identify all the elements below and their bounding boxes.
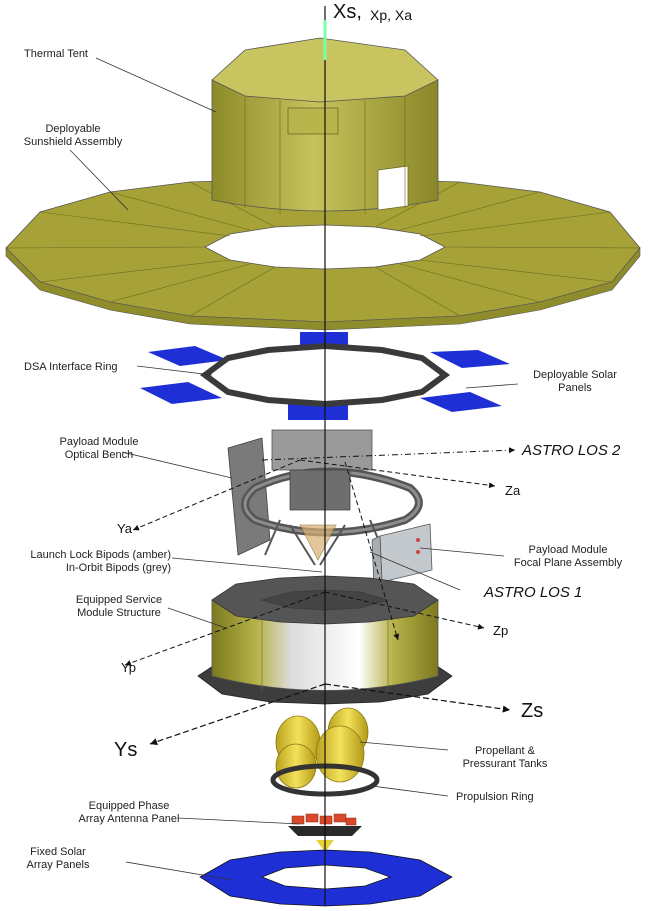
astro-los-2-label: ASTRO LOS 2	[522, 442, 621, 459]
focal-plane-assembly	[371, 523, 433, 587]
label-optical-bench-line1: Payload Module	[59, 436, 139, 448]
label-antenna-panel-line2: Array Antenna Panel	[78, 813, 180, 825]
label-thermal-tent: Thermal Tent	[24, 48, 88, 60]
label-focal-plane-line1: Payload Module	[528, 544, 608, 556]
axis-label-ys: Ys	[114, 739, 138, 761]
label-service-module: Equipped Service Module Structure	[64, 594, 174, 620]
dsa-interface-ring	[199, 342, 451, 408]
axis-label-xp-xa: Xp, Xa	[370, 7, 413, 23]
axis-label-zs: Zs	[521, 700, 544, 722]
fixed-solar-array-panels	[199, 849, 453, 907]
label-solar-panels-line1: Deployable Solar	[533, 369, 617, 381]
axis-label-ya: Ya	[117, 521, 132, 536]
leader-lines	[69, 57, 519, 881]
label-bipods-line2: In-Orbit Bipods (grey)	[65, 562, 171, 574]
label-antenna-panel-line1: Equipped Phase	[88, 800, 170, 812]
label-optical-bench: Payload Module Optical Bench	[44, 436, 154, 462]
label-bipods-line1: Launch Lock Bipods (amber)	[30, 549, 171, 561]
axis-label-za: Za	[505, 483, 521, 498]
label-dsa-ring: DSA Interface Ring	[24, 361, 118, 373]
label-tanks: Propellant & Pressurant Tanks	[450, 745, 560, 771]
axis-label-yp: Yp	[121, 660, 136, 675]
label-bipods: Launch Lock Bipods (amber) In-Orbit Bipo…	[14, 549, 171, 575]
axis-label-xs: Xs,	[333, 1, 362, 23]
label-sunshield-line2: Sunshield Assembly	[23, 136, 123, 148]
label-solar-panels: Deployable Solar Panels	[520, 369, 630, 395]
label-sunshield: Deployable Sunshield Assembly	[18, 123, 128, 149]
axis-label-zp: Zp	[493, 623, 509, 638]
label-optical-bench-line2: Optical Bench	[64, 449, 134, 461]
label-fixed-solar-line1: Fixed Solar	[30, 846, 86, 858]
label-antenna-panel: Equipped Phase Array Antenna Panel	[74, 800, 184, 826]
axis-lines	[124, 6, 516, 905]
label-fixed-solar: Fixed Solar Array Panels	[8, 846, 108, 872]
label-sunshield-line1: Deployable	[45, 123, 101, 135]
label-fixed-solar-line2: Array Panels	[26, 859, 90, 871]
label-service-module-line2: Module Structure	[77, 607, 161, 619]
astro-los-1-label: ASTRO LOS 1	[484, 584, 583, 601]
propellant-pressurant-tanks	[275, 707, 369, 789]
label-focal-plane: Payload Module Focal Plane Assembly	[506, 544, 630, 570]
deployable-sunshield-assembly	[5, 177, 641, 331]
label-service-module-line1: Equipped Service	[75, 594, 163, 606]
label-tanks-line2: Pressurant Tanks	[462, 758, 548, 770]
label-solar-panels-line2: Panels	[558, 382, 592, 394]
label-tanks-line1: Propellant &	[475, 745, 535, 757]
label-propulsion-ring: Propulsion Ring	[456, 791, 534, 803]
label-focal-plane-line2: Focal Plane Assembly	[513, 557, 623, 569]
payload-module	[227, 429, 423, 566]
